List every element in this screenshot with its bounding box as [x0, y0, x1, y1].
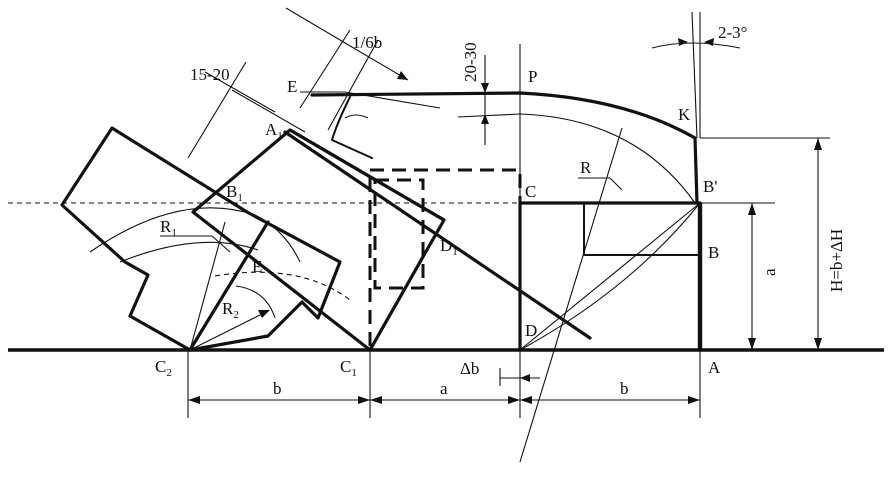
- ext-line-1-6b-a: [285, 7, 341, 41]
- cover-diagonal: [283, 130, 592, 340]
- label-D1: D1: [440, 236, 458, 258]
- dim-b-left-arrow-r: [358, 396, 370, 404]
- angle-tilted-line: [691, 11, 698, 139]
- label-A: A: [708, 358, 721, 377]
- label-C1: C1: [340, 357, 357, 379]
- dim-b-right-arrow-r: [688, 396, 700, 404]
- arc-R1: [89, 207, 301, 263]
- middle-block-side: [288, 128, 446, 222]
- label-A1: A1: [265, 120, 283, 142]
- cover-top-outline: [310, 91, 699, 205]
- dim-H-arrow-bottom: [814, 338, 822, 350]
- one-sixth-b-arrowhead: [397, 71, 408, 80]
- label-B1: B1: [226, 182, 243, 204]
- radius-line-R2: [189, 311, 267, 351]
- dim-label-b-right: b: [620, 379, 629, 398]
- dim-label-b-left: b: [273, 379, 282, 398]
- radius-line-R1: [189, 221, 226, 351]
- label-Bprime: B': [703, 177, 717, 196]
- arc-R2: [214, 271, 351, 301]
- dim-label-a-vertical: a: [760, 268, 779, 276]
- label-E-top: E: [287, 77, 297, 96]
- dim-label-one-sixth-b: 1/6b: [352, 33, 382, 52]
- dim-20-30-arrow-bottom: [481, 114, 489, 124]
- dim-label-delta-b: Δb: [460, 359, 479, 378]
- dim-b-left-arrow-l: [188, 396, 200, 404]
- dim-label-20-30: 20-30: [461, 42, 480, 82]
- arc-R2-small: [235, 285, 276, 319]
- angle-arc: [651, 42, 741, 49]
- ext-line-15-20-a: [187, 61, 247, 159]
- label-R1: R1: [160, 217, 177, 239]
- label-E-mid: E: [252, 257, 262, 276]
- dim-b-right-arrow-l: [520, 396, 532, 404]
- angle-arrow-right: [704, 38, 714, 46]
- dashed-projection: [368, 168, 522, 352]
- E-top-leader-2: [344, 91, 441, 109]
- R2-arrowhead: [258, 310, 270, 318]
- label-K: K: [678, 105, 691, 124]
- dim-delta-b-arrow: [520, 374, 530, 382]
- label-R2: R2: [222, 299, 239, 321]
- radius-arc-R: [519, 202, 701, 351]
- dim-a-vertical-arrow-bottom: [748, 338, 756, 350]
- R1-leader-diag: [211, 235, 231, 253]
- block-final-inner-step: [583, 202, 701, 256]
- label-C2: C2: [155, 357, 172, 379]
- dim-a-arrow-l: [370, 396, 382, 404]
- block-rotated-left: [60, 126, 342, 352]
- ext-line-1-6b-c: [327, 39, 379, 131]
- arc-R1-inner: [119, 241, 259, 263]
- R-leader-diag: [609, 177, 623, 191]
- corner-small-arc: [344, 114, 369, 119]
- dim-a-vertical-arrow-top: [748, 203, 756, 215]
- dim-label-height: H=b+ΔH: [827, 229, 846, 292]
- cover-inner-curve: [457, 113, 696, 204]
- dim-20-30-arrow-top: [481, 83, 489, 93]
- ext-line-15-20-b: [231, 89, 306, 133]
- label-P: P: [528, 67, 537, 86]
- left-block-inner-divider: [188, 220, 270, 352]
- corner-chamfer: [331, 96, 373, 159]
- angle-arrow-left: [678, 38, 688, 46]
- dim-label-angle: 2-3°: [718, 23, 747, 42]
- ext-line-1-6b-b: [339, 39, 409, 81]
- radius-line-R: [519, 127, 623, 463]
- label-R: R: [580, 158, 592, 177]
- label-D: D: [525, 321, 537, 340]
- dim-H-arrow-top: [814, 138, 822, 150]
- ext-line-1-6b-d: [299, 29, 351, 109]
- ext-line-15-20-c: [204, 71, 276, 113]
- label-C: C: [525, 182, 536, 201]
- radius-line-R-to-Bprime: [519, 202, 701, 351]
- dim-label-a-mid: a: [440, 379, 448, 398]
- dim-label-15-20: 15-20: [190, 65, 230, 84]
- dim-a-arrow-r: [508, 396, 520, 404]
- label-B: B: [708, 243, 719, 262]
- dashed-inner-step: [373, 178, 425, 290]
